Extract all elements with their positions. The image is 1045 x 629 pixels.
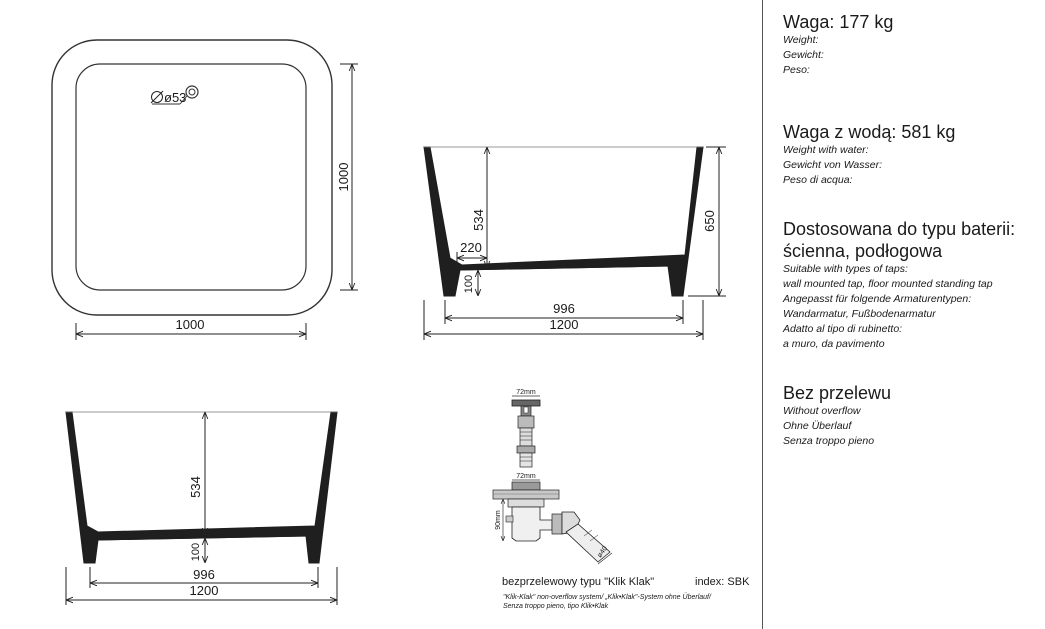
side-height-label: 650 bbox=[702, 210, 717, 232]
weight-water-block: Waga z wodą: 581 kg Weight with water: G… bbox=[783, 121, 1045, 188]
tap-type-translation: Angepasst für folgende Armaturentypen: bbox=[783, 293, 972, 305]
top-view: ø53 1000 1000 bbox=[51, 39, 358, 340]
drain-assembly-diagram: 72mm 72mm 90mm ø40 bbox=[492, 389, 613, 565]
tap-type-block: Dostosowana do typu baterii: ścienna, po… bbox=[783, 218, 1045, 352]
weight-block: Waga: 177 kg Weight: Gewicht: Peso: bbox=[783, 11, 1045, 78]
tub-outer-outline bbox=[51, 39, 333, 316]
weight-water-translation: Peso di acqua: bbox=[783, 174, 853, 186]
tap-type-heading-2: ścienna, podłogowa bbox=[783, 241, 943, 261]
overflow-translation: Senza troppo pieno bbox=[783, 435, 875, 447]
front-depth-label: 534 bbox=[188, 476, 203, 498]
drain-hole: ø53 bbox=[150, 85, 199, 105]
tap-type-translation: Suitable with types of taps: bbox=[783, 263, 908, 275]
tub-inner-outline bbox=[75, 63, 307, 291]
side-bottom-width-label: 996 bbox=[553, 301, 575, 316]
front-tub-silhouette bbox=[65, 411, 338, 564]
drain-dim-mid-label: 72mm bbox=[516, 473, 536, 480]
front-bottom-width-label: 996 bbox=[193, 567, 215, 582]
overflow-translation: Ohne Überlauf bbox=[783, 420, 852, 432]
top-depth-label: 1000 bbox=[336, 163, 351, 192]
tap-type-heading: Dostosowana do typu baterii: bbox=[783, 219, 1016, 239]
tap-type-translation: Adatto al tipo di rubinetto: bbox=[783, 323, 903, 335]
weight-water-translation: Gewicht von Wasser: bbox=[783, 159, 883, 171]
weight-translation: Peso: bbox=[783, 64, 810, 76]
drain-caption-title: bezprzelewowy typu "Klik Klak" bbox=[502, 576, 655, 588]
drain-index-label: index: SBK bbox=[695, 576, 750, 588]
weight-translation: Gewicht: bbox=[783, 49, 824, 61]
side-view: 534 220 100 650 996 1200 bbox=[423, 146, 726, 340]
drain-diameter-label: ø53 bbox=[164, 90, 186, 105]
drain-dim-top-label: 72mm bbox=[516, 389, 536, 396]
tap-type-translation: wall mounted tap, floor mounted standing… bbox=[783, 278, 993, 290]
overflow-block: Bez przelewu Without overflow Ohne Überl… bbox=[783, 382, 1045, 449]
side-offset-label: 220 bbox=[460, 240, 482, 255]
specifications-panel: Waga: 177 kg Weight: Gewicht: Peso: Waga… bbox=[762, 0, 1045, 629]
drain-caption-subtitle: "Klik-Klak" non-overflow system/ „Klik•K… bbox=[503, 593, 763, 611]
drain-caption-subtitle-line: Senza troppo pieno, tipo Klik•Klak bbox=[503, 603, 609, 610]
overflow-heading: Bez przelewu bbox=[783, 383, 892, 403]
weight-water-heading: Waga z wodą: 581 kg bbox=[783, 122, 956, 142]
side-base-label: 100 bbox=[463, 275, 475, 293]
top-width-label: 1000 bbox=[176, 317, 205, 332]
weight-heading: Waga: 177 kg bbox=[783, 12, 894, 32]
drain-dim-height-label: 90mm bbox=[495, 510, 502, 530]
weight-water-translation: Weight with water: bbox=[783, 144, 869, 156]
drain-caption-subtitle-line: "Klik-Klak" non-overflow system/ „Klik•K… bbox=[503, 594, 711, 601]
tap-type-translation: Wandarmatur, Fußbodenarmatur bbox=[783, 308, 936, 320]
overflow-translation: Without overflow bbox=[783, 405, 861, 417]
front-view: 534 100 996 1200 bbox=[65, 411, 338, 605]
front-top-width-label: 1200 bbox=[190, 583, 219, 598]
weight-translation: Weight: bbox=[783, 34, 819, 46]
front-base-label: 100 bbox=[190, 543, 202, 561]
side-depth-label: 534 bbox=[471, 209, 486, 231]
side-top-width-label: 1200 bbox=[550, 317, 579, 332]
side-tub-silhouette bbox=[423, 146, 704, 297]
drain-caption: bezprzelewowy typu "Klik Klak" index: SB… bbox=[502, 576, 749, 588]
tap-type-translation: a muro, da pavimento bbox=[783, 338, 885, 350]
